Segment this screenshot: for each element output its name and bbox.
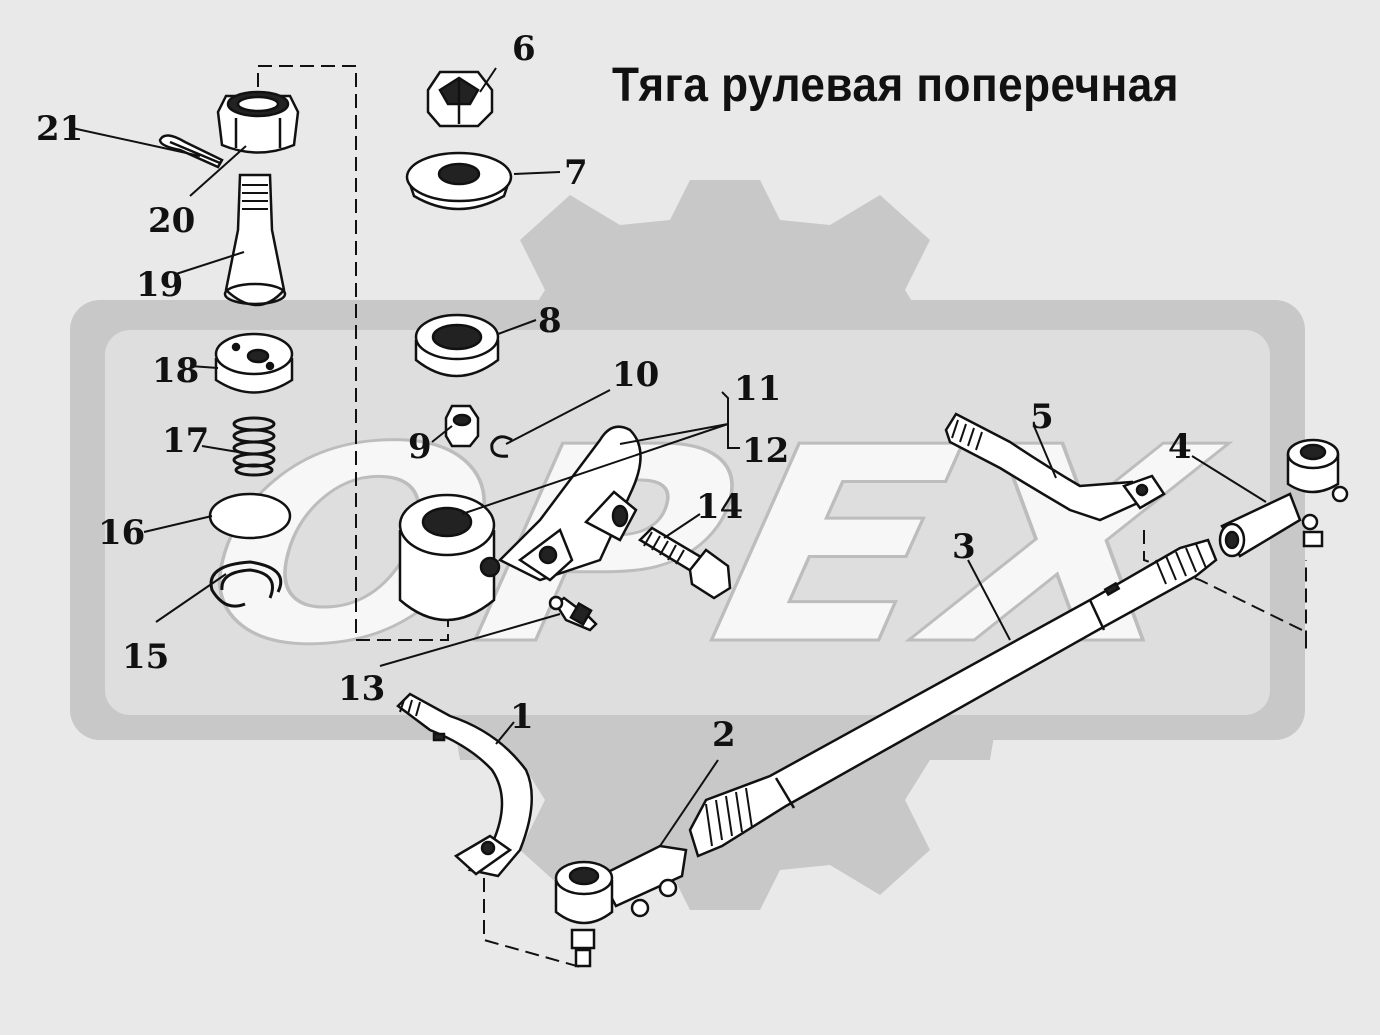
callout-3: 3 [952, 527, 976, 567]
callout-17: 17 [162, 421, 210, 461]
part-2-tie-rod-end [554, 844, 688, 968]
part-8-bushing [414, 313, 500, 378]
callout-15: 15 [122, 637, 170, 677]
part-17-spring [232, 416, 276, 477]
callout-9: 9 [408, 427, 432, 467]
part-15-lock-ring [209, 560, 283, 608]
callout-4: 4 [1168, 427, 1192, 467]
callout-2: 2 [712, 715, 736, 755]
callout-18: 18 [152, 351, 200, 391]
part-5-lever [944, 412, 1166, 522]
callout-5: 5 [1030, 397, 1054, 437]
assembly-lines [257, 65, 1307, 969]
part-16-disk [208, 492, 292, 540]
part-7-washer [405, 151, 513, 211]
part-21-cotter-pin [158, 134, 224, 169]
callout-11: 11 [734, 369, 782, 409]
part-19-ball-pin [223, 173, 287, 307]
part-10-spring-washer [490, 435, 513, 458]
callout-6: 6 [512, 29, 536, 69]
part-9-nut [444, 404, 480, 448]
part-18-cup [214, 332, 294, 394]
callout-19: 19 [136, 265, 184, 305]
part-14-bolt [637, 526, 732, 600]
callout-10: 10 [612, 355, 660, 395]
callout-21: 21 [36, 109, 84, 149]
callout-1: 1 [510, 697, 534, 737]
callout-16: 16 [98, 513, 146, 553]
part-3-tie-rod [688, 538, 1218, 858]
part-20-castle-nut [216, 90, 300, 154]
callout-20: 20 [148, 201, 196, 241]
callout-8: 8 [538, 301, 562, 341]
part-6-nut [426, 70, 494, 128]
leader-lines [71, 67, 1267, 847]
page-title: Тяга рулевая поперечная [612, 59, 1179, 112]
callout-12: 12 [742, 431, 790, 471]
callout-13: 13 [338, 669, 386, 709]
part-4-tie-rod-end [1218, 438, 1349, 558]
callout-7: 7 [564, 153, 588, 193]
watermark-text: OPEX [180, 391, 1240, 704]
part-13-grease-fitting [548, 595, 598, 632]
callout-14: 14 [696, 487, 744, 527]
